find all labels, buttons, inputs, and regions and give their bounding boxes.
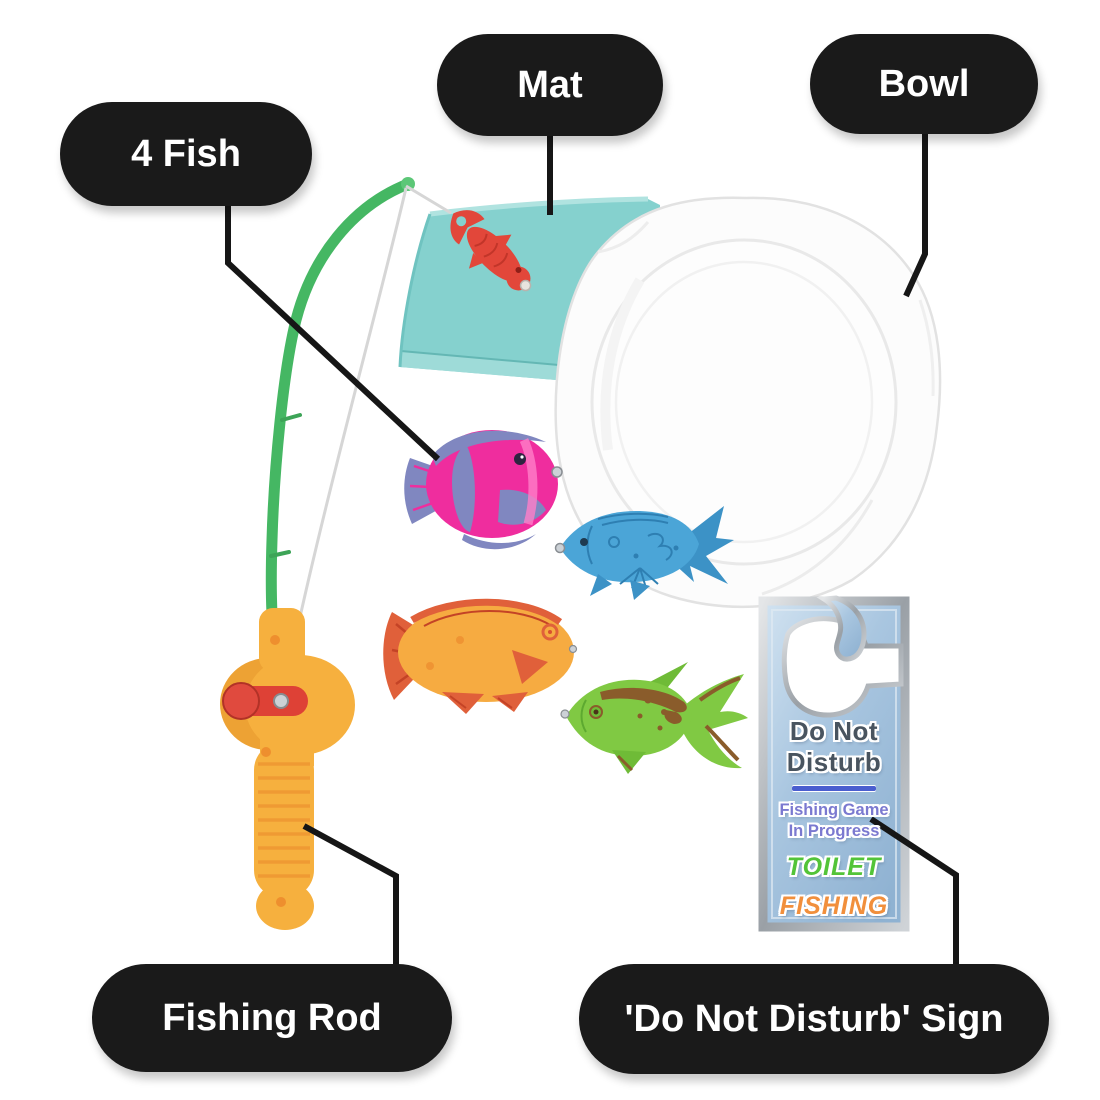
door-hanger-sign (758, 595, 910, 932)
callout-bowl: Bowl (810, 34, 1038, 134)
callout-fish: 4 Fish (60, 102, 312, 206)
connector-line-rod (302, 823, 399, 970)
fish-pink (404, 430, 563, 550)
fish-red (450, 210, 532, 292)
fish-green (560, 662, 748, 774)
fish-blue (554, 506, 734, 600)
door-knob-cutout (784, 618, 901, 716)
callout-fish-label: 4 Fish (131, 132, 241, 175)
callout-do-not-disturb-sign: 'Do Not Disturb' Sign (579, 964, 1049, 1074)
connector-line-bowl (903, 128, 928, 298)
callout-fishing-rod: Fishing Rod (92, 964, 452, 1072)
connector-line-fish (225, 203, 441, 462)
hanger-hook-finger (816, 595, 867, 662)
connector-line-sign (869, 816, 959, 970)
fish-orange (383, 598, 578, 714)
fishing-line (293, 184, 452, 641)
callout-mat: Mat (437, 34, 663, 136)
bowl-illustration (554, 196, 942, 608)
callout-do-not-disturb-sign-label: 'Do Not Disturb' Sign (624, 997, 1004, 1040)
callout-fishing-rod-label: Fishing Rod (162, 996, 382, 1039)
callout-bowl-label: Bowl (878, 62, 970, 105)
fishing-rod-illustration (220, 177, 452, 930)
callout-mat-label: Mat (517, 63, 583, 106)
